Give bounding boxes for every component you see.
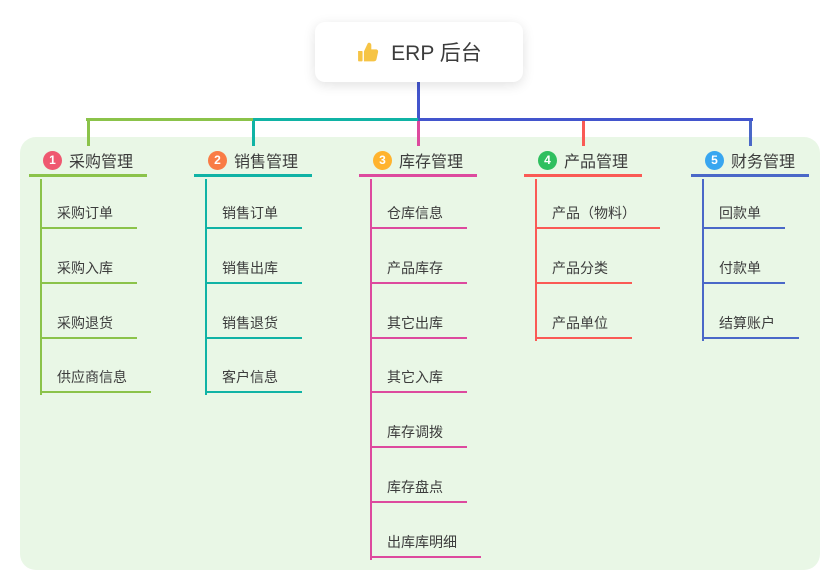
- branches-panel: [20, 137, 820, 570]
- branch-node[interactable]: 5 财务管理: [691, 146, 809, 177]
- branch-number-badge: 3: [372, 150, 392, 170]
- leaf-node[interactable]: 产品库存: [370, 260, 467, 284]
- trunk-line: [417, 82, 420, 121]
- leaf-node[interactable]: 销售退货: [205, 315, 302, 339]
- branch-spine: [702, 179, 704, 341]
- root-node-label: ERP 后台: [391, 42, 482, 65]
- branch-label: 产品管理: [563, 154, 628, 171]
- branch-node[interactable]: 3 库存管理: [359, 146, 477, 177]
- leaf-node[interactable]: 库存调拨: [370, 425, 467, 449]
- branch-drop-line: [748, 121, 752, 146]
- leaf-node[interactable]: 库存盘点: [370, 480, 467, 503]
- branch-spine: [535, 179, 537, 341]
- leaf-node[interactable]: 仓库信息: [370, 206, 467, 229]
- branch-label: 库存管理: [398, 154, 463, 171]
- leaf-node[interactable]: 采购退货: [40, 315, 137, 339]
- branch-spine: [40, 179, 42, 396]
- branch-label: 销售管理: [233, 154, 298, 171]
- leaf-node[interactable]: 采购订单: [40, 206, 137, 229]
- leaf-node[interactable]: 客户信息: [205, 370, 302, 394]
- branch-number-badge: 5: [704, 150, 724, 170]
- leaf-node[interactable]: 产品单位: [535, 315, 632, 339]
- bus-segment: [253, 118, 420, 121]
- leaf-node[interactable]: 供应商信息: [40, 370, 151, 394]
- branch-spine: [205, 179, 207, 396]
- branch-number-badge: 1: [42, 150, 62, 170]
- branch-label: 财务管理: [730, 154, 795, 171]
- branch-number-badge: 2: [207, 150, 227, 170]
- leaf-node[interactable]: 采购入库: [40, 260, 137, 284]
- branch-label: 采购管理: [68, 154, 133, 171]
- thumbs-up-icon: [356, 40, 381, 65]
- branch-number-badge: 4: [537, 150, 557, 170]
- bus-segment: [86, 118, 255, 121]
- leaf-node[interactable]: 付款单: [702, 260, 785, 284]
- branch-node[interactable]: 1 采购管理: [29, 146, 147, 177]
- leaf-node[interactable]: 出库库明细: [370, 534, 481, 558]
- leaf-node[interactable]: 其它入库: [370, 370, 467, 394]
- root-node[interactable]: ERP 后台: [315, 22, 523, 82]
- leaf-node[interactable]: 其它出库: [370, 315, 467, 339]
- branch-node[interactable]: 2 销售管理: [194, 146, 312, 177]
- bus-segment: [418, 118, 753, 121]
- leaf-node[interactable]: 产品（物料）: [535, 206, 660, 229]
- branch-node[interactable]: 4 产品管理: [524, 146, 642, 177]
- branch-drop-line: [416, 121, 420, 146]
- leaf-node[interactable]: 销售出库: [205, 260, 302, 284]
- leaf-node[interactable]: 销售订单: [205, 206, 302, 229]
- branch-spine: [370, 179, 372, 560]
- leaf-node[interactable]: 回款单: [702, 206, 785, 229]
- leaf-node[interactable]: 结算账户: [702, 315, 799, 339]
- branch-drop-line: [581, 121, 585, 146]
- leaf-node[interactable]: 产品分类: [535, 260, 632, 284]
- branch-drop-line: [86, 121, 90, 146]
- branch-drop-line: [251, 121, 255, 146]
